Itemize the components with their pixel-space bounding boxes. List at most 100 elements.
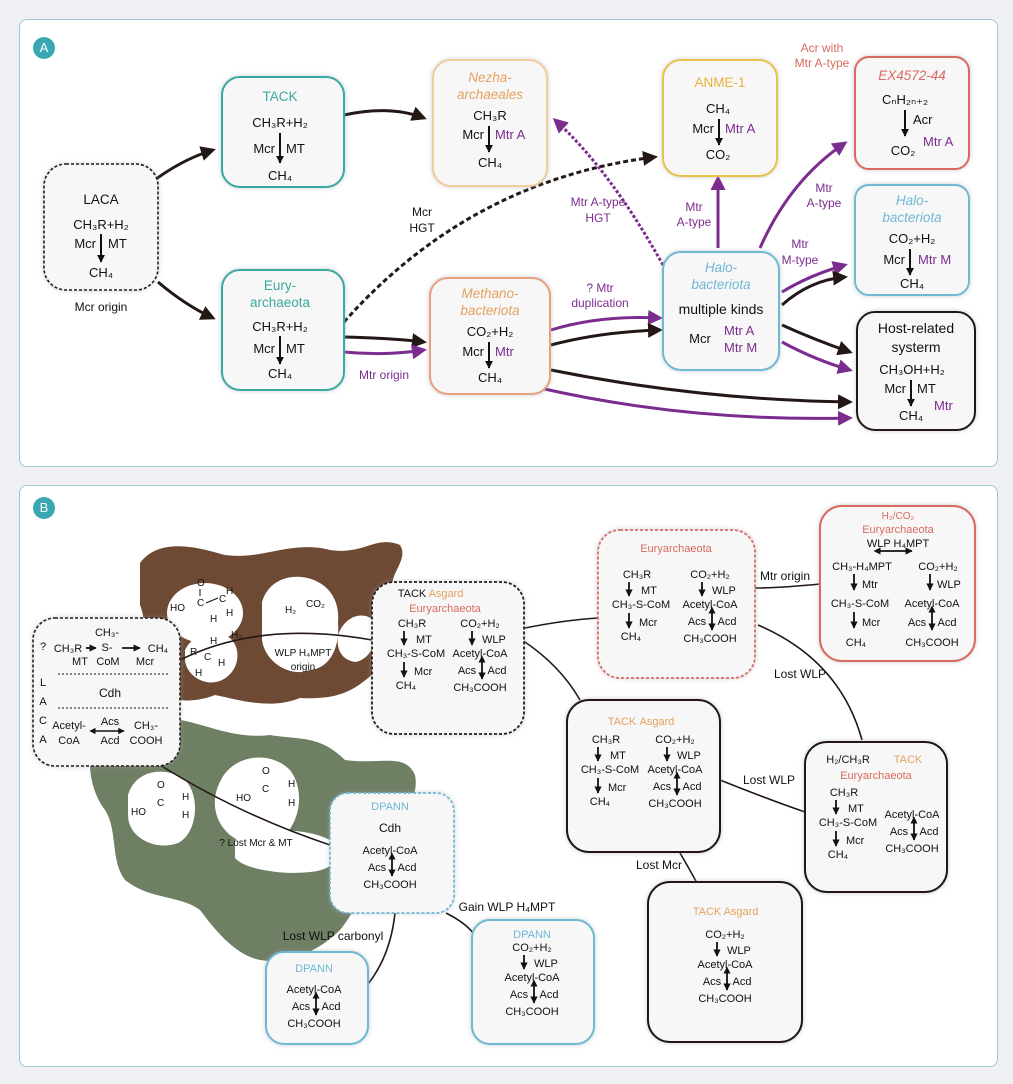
svg-text:H: H (182, 810, 189, 821)
label-duplication-2: duplication (571, 296, 628, 310)
pathway-text: Euryarchaeota (409, 603, 481, 615)
svg-text:Acr: Acr (913, 112, 933, 127)
svg-text:Mtr A: Mtr A (495, 127, 526, 142)
label-mcr-hgt-2: HGT (409, 221, 435, 235)
svg-text:bacteriota: bacteriota (460, 303, 520, 318)
svg-text:Mtr M: Mtr M (724, 340, 757, 355)
svg-text:H: H (182, 792, 189, 803)
svg-text:H: H (288, 779, 295, 790)
box-tack: TACK CH₃R+H₂ Mcr MT CH₄ (221, 76, 345, 188)
svg-text:?: ? (40, 641, 46, 653)
pathway-text: Acs (510, 989, 529, 1001)
svg-text:Mtr origin: Mtr origin (760, 569, 810, 583)
svg-text:archaeales: archaeales (457, 87, 523, 102)
svg-text:Gain WLP H₄MPT: Gain WLP H₄MPT (459, 900, 556, 914)
pathway-text: DPANN (513, 929, 551, 941)
svg-text:EX4572-44: EX4572-44 (878, 68, 946, 83)
svg-text:Mcr: Mcr (462, 344, 484, 359)
pathway-text: WLP (482, 634, 506, 646)
pathway-text: H₂/CO₂ (882, 511, 915, 522)
pathway-text: Acetyl-CoA (884, 809, 940, 821)
svg-text:A: A (39, 696, 47, 708)
svg-text:HO: HO (170, 603, 185, 614)
pathway-text: CH₃-S-CoM (819, 817, 877, 829)
pathway-text: CO₂+H₂ (655, 734, 694, 746)
svg-text:TACK: TACK (262, 89, 297, 104)
svg-text:S-: S- (102, 642, 113, 654)
svg-text:H: H (218, 658, 225, 669)
pathway-text: Acd (733, 976, 752, 988)
svg-text:systerm: systerm (892, 339, 941, 355)
svg-text:CH₃-: CH₃- (95, 627, 119, 639)
arrow-halo-halo-dark (781, 270, 848, 307)
box-halobacteriota-center: Halo- bacteriota multiple kinds Mcr Mtr … (662, 251, 780, 371)
pathway-text: Acs (890, 826, 909, 838)
svg-text:CH₃R: CH₃R (473, 108, 506, 123)
pathway-text: Euryarchaeota (840, 770, 912, 782)
box-halobacteriota-right: Halo- bacteriota CO₂+H₂ Mcr Mtr M CH₄ (854, 184, 970, 296)
pathway-text: Acd (398, 862, 417, 874)
pathway-text: Mcr (414, 666, 433, 678)
pathway-text: CH₃-S-CoM (581, 764, 639, 776)
box-laca: LACA CH₃R+H₂ Mcr MT CH₄ Mcr origin (43, 163, 159, 314)
arrow-eury-methano-mtr (343, 344, 427, 360)
svg-text:Mcr: Mcr (689, 331, 711, 346)
panel-a-connector-labels: Mcr HGT Mtr origin ? Mtr duplication Mtr… (359, 41, 850, 382)
box-euryarchaeota-b: EuryarchaeotaCH₃RMTCH₃-S-CoMMcrCH₄CO₂+H₂… (597, 529, 756, 679)
arrow-tack-nezha (343, 106, 427, 121)
arrow-eury-methano (343, 333, 427, 349)
pathway-text: CH₃COOH (885, 843, 938, 855)
arrow-halo-nezha-hgt (552, 117, 665, 266)
svg-text:CO₂+H₂: CO₂+H₂ (467, 324, 514, 339)
arrow-halo-host (781, 323, 853, 356)
svg-text:CO₂: CO₂ (306, 599, 325, 610)
svg-text:Mcr: Mcr (462, 127, 484, 142)
pathway-text: Acs (653, 781, 672, 793)
svg-text:Acs: Acs (101, 716, 120, 728)
svg-text:CH₄: CH₄ (148, 643, 169, 655)
svg-text:C: C (197, 598, 204, 609)
pathway-text: Mcr (639, 617, 658, 629)
pathway-text: Acd (920, 826, 939, 838)
pathway-text: WLP (712, 585, 736, 597)
svg-text:WLP H₄MPT: WLP H₄MPT (275, 648, 332, 659)
pathway-text: H₂/CH₃R (826, 754, 870, 766)
box-host-related: Host-related systerm CH₃OH+H₂ Mcr MT CH₄… (856, 311, 976, 431)
svg-text:Nezha-: Nezha- (468, 70, 512, 85)
svg-text:CH₄: CH₄ (478, 155, 502, 170)
svg-text:Lost WLP: Lost WLP (774, 667, 826, 681)
svg-text:Mcr: Mcr (883, 252, 905, 267)
pathway-text: CH₃COOH (683, 633, 736, 645)
label-mcr-hgt: Mcr (412, 205, 432, 219)
svg-text:Mcr: Mcr (253, 341, 275, 356)
box-methanobacteriota: Methano- bacteriota CO₂+H₂ Mcr Mtr CH₄ (429, 277, 551, 395)
pathway-text: Acd (718, 616, 737, 628)
svg-text:bacteriota: bacteriota (882, 210, 942, 225)
pathway-text: Mcr (862, 617, 881, 629)
svg-text:CH₄: CH₄ (478, 370, 502, 385)
pathway-text: Acetyl-CoA (697, 959, 753, 971)
pathway-text: CH₃COOH (905, 637, 958, 649)
pathway-text: CO₂+H₂ (690, 569, 729, 581)
svg-text:Mtr A: Mtr A (724, 323, 755, 338)
svg-text:CₙH₂ₙ₊₂: CₙH₂ₙ₊₂ (882, 92, 928, 107)
svg-text:C: C (157, 798, 164, 809)
panel-a-badge: A (33, 37, 55, 59)
pathway-text: MT (416, 634, 432, 646)
pathway-text: Mtr (862, 579, 878, 591)
arrow-methano-host (550, 368, 853, 410)
svg-text:Acetyl-: Acetyl- (52, 720, 86, 732)
label-acr-note-2: Mtr A-type (795, 56, 850, 70)
pathway-text: Asgard (640, 716, 675, 728)
pathway-text: Acs (688, 616, 707, 628)
svg-text:CH₃-: CH₃- (134, 720, 158, 732)
pathway-text: WLP (534, 958, 558, 970)
arrow-halo-halo (781, 261, 848, 294)
pathway-text: WLP (727, 945, 751, 957)
box-ex4572: EX4572-44 CₙH₂ₙ₊₂ Acr CO₂ Mtr A (854, 56, 970, 170)
svg-text:H: H (288, 798, 295, 809)
